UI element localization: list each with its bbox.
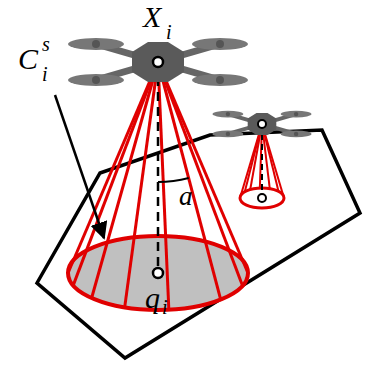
cone-line [68,62,158,273]
sensing-cone [240,124,284,208]
drone-subscript: i [166,22,172,42]
leader-arrow [55,95,104,238]
angle-arc [158,178,189,182]
region-label: C [18,44,38,74]
point-label: q [145,283,160,313]
coverage-ellipse [240,188,284,208]
axis-line [157,62,160,268]
drone-center [258,120,266,128]
drone-center [153,57,163,67]
ground-point [153,268,163,278]
sensing-cone [68,62,248,310]
region-subscript: i [42,64,48,84]
cone-line [158,62,243,286]
cone-line [92,62,158,298]
region-superscript: s [42,34,50,54]
ground-point [258,194,266,202]
drone [68,38,248,86]
ground-plane [37,130,360,358]
point-subscript: i [162,297,168,317]
drone-label: X [143,2,161,32]
drone [213,111,312,137]
angle-label: a [179,183,193,210]
